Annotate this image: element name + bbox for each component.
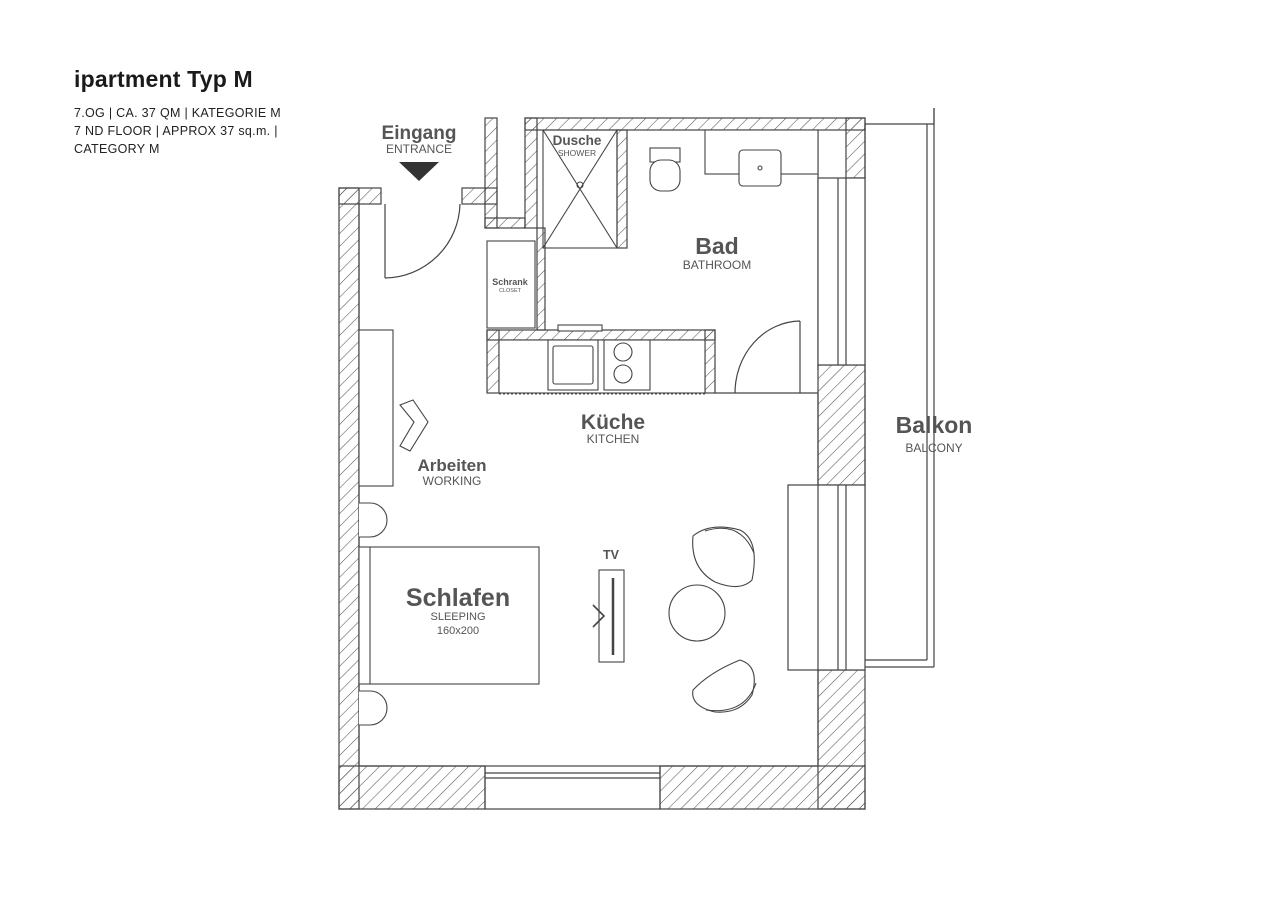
walls bbox=[338, 117, 866, 810]
label-kitchen: Küche bbox=[581, 411, 645, 434]
bathroom-door bbox=[734, 320, 801, 394]
label-working-en: WORKING bbox=[423, 474, 482, 488]
toilet-icon bbox=[649, 147, 681, 192]
plan-info-line-3: CATEGORY M bbox=[74, 142, 160, 156]
closet bbox=[486, 240, 536, 329]
label-balcony: Balkon bbox=[896, 412, 973, 438]
plan-title: ipartment Typ M bbox=[74, 66, 253, 92]
label-entrance: Eingang bbox=[382, 123, 457, 144]
label-bed-size: 160x200 bbox=[437, 625, 479, 637]
balcony-outline bbox=[864, 108, 935, 668]
label-closet: Schrank bbox=[492, 277, 529, 287]
label-balcony-en: BALCONY bbox=[905, 441, 962, 455]
label-sleeping-en: SLEEPING bbox=[430, 611, 485, 623]
label-bathroom-en: BATHROOM bbox=[683, 258, 751, 272]
sink-icon bbox=[704, 129, 819, 187]
plan-info-line-1: 7.OG | CA. 37 QM | KATEGORIE M bbox=[74, 106, 281, 120]
label-bathroom: Bad bbox=[695, 233, 738, 259]
label-shower: Dusche bbox=[553, 133, 602, 148]
entrance-door bbox=[384, 203, 461, 279]
plan-info-line-2: 7 ND FLOOR | APPROX 37 sq.m. | bbox=[74, 124, 278, 138]
label-sleeping: Schlafen bbox=[406, 584, 510, 612]
kitchen-counter bbox=[498, 324, 706, 395]
bed bbox=[358, 502, 540, 726]
desk bbox=[358, 329, 429, 487]
entrance-arrow-icon bbox=[399, 162, 439, 181]
shower-tray bbox=[542, 129, 618, 249]
label-working: Arbeiten bbox=[418, 456, 487, 475]
label-tv: TV bbox=[603, 548, 620, 562]
label-kitchen-en: KITCHEN bbox=[587, 432, 640, 446]
label-closet-en: CLOSET bbox=[499, 288, 522, 294]
label-entrance-en: ENTRANCE bbox=[386, 142, 452, 156]
label-shower-en: SHOWER bbox=[558, 148, 596, 158]
dining-set bbox=[668, 526, 757, 713]
tv-icon bbox=[592, 569, 625, 663]
balcony-windows bbox=[787, 177, 866, 671]
